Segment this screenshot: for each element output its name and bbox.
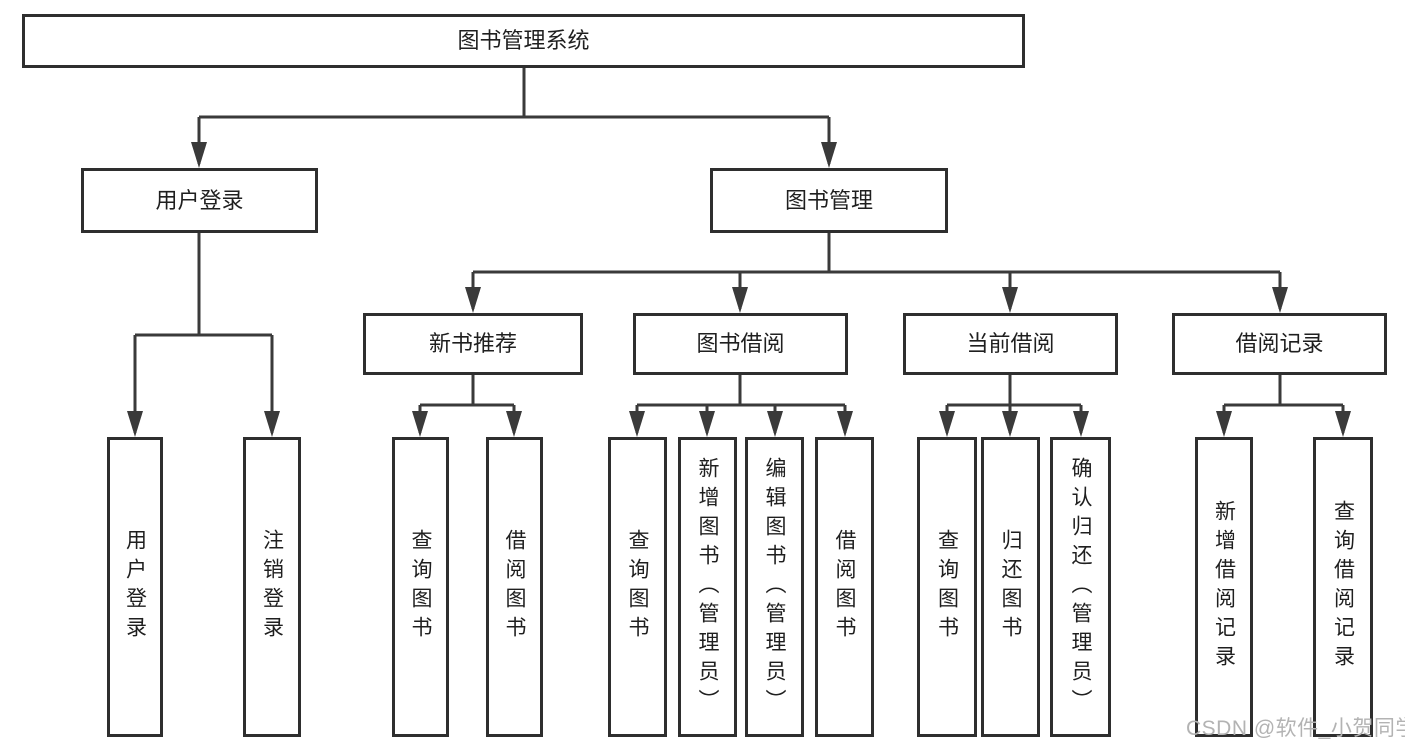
node-label: 确认归还（管理员）: [1069, 456, 1092, 718]
node-book-management: 图书管理: [710, 168, 948, 233]
node-new-book-recommend: 新书推荐: [363, 313, 583, 375]
node-label: 查询借阅记录: [1331, 500, 1355, 674]
node-leaf-recommend-query-books: 查询图书: [392, 437, 449, 737]
node-leaf-borrow-add-books: 新增图书（管理员）: [678, 437, 737, 737]
node-label: 图书管理系统: [457, 28, 590, 53]
node-label: 借阅记录: [1235, 331, 1324, 356]
connector-book-management-arrowheads: [465, 287, 1288, 313]
connector-current-borrow-arrowheads: [939, 411, 1089, 437]
node-label: 编辑图书（管理员）: [763, 456, 786, 718]
node-label: 借阅图书: [503, 529, 526, 645]
node-leaf-records-add-record: 新增借阅记录: [1195, 437, 1253, 737]
node-label: 图书借阅: [696, 331, 785, 356]
node-leaf-current-query-books: 查询图书: [917, 437, 977, 737]
node-leaf-recommend-borrow-books: 借阅图书: [486, 437, 543, 737]
node-label: 借阅图书: [833, 529, 856, 645]
node-label: 图书管理: [784, 187, 873, 213]
node-leaf-logout: 注销登录: [243, 437, 301, 737]
node-label: 新增借阅记录: [1212, 500, 1236, 674]
node-root: 图书管理系统: [22, 14, 1025, 68]
node-current-borrow: 当前借阅: [903, 313, 1118, 375]
csdn-watermark: CSDN @软件_小贺同学: [1186, 717, 1405, 740]
node-label: 新增图书（管理员）: [696, 456, 719, 718]
node-user-login: 用户登录: [81, 168, 318, 233]
connector-root-arrowheads: [191, 142, 837, 168]
node-label: 查询图书: [626, 529, 649, 645]
node-label: 新书推荐: [428, 331, 517, 356]
node-leaf-borrow-edit-books: 编辑图书（管理员）: [745, 437, 804, 737]
connector-new-book: [418, 375, 516, 433]
connector-book-borrow-arrowheads: [629, 411, 853, 437]
node-leaf-records-query-record: 查询借阅记录: [1313, 437, 1373, 737]
connector-root: [197, 68, 831, 164]
node-leaf-borrow-query-books: 查询图书: [608, 437, 667, 737]
connector-book-borrow: [635, 375, 847, 433]
connector-new-book-arrowheads: [412, 411, 522, 437]
node-label: 用户登录: [123, 529, 147, 645]
node-book-borrow: 图书借阅: [633, 313, 848, 375]
connector-user-login: [133, 233, 274, 433]
node-label: 用户登录: [155, 187, 244, 213]
node-label: 查询图书: [409, 529, 432, 645]
node-label: 注销登录: [260, 529, 284, 645]
node-borrow-records: 借阅记录: [1172, 313, 1387, 375]
connector-borrow-records-arrowheads: [1216, 411, 1351, 437]
connector-user-login-arrowheads: [127, 411, 280, 437]
connector-current-borrow: [945, 375, 1083, 433]
node-leaf-user-login: 用户登录: [107, 437, 163, 737]
node-label: 查询图书: [935, 529, 959, 645]
node-leaf-current-return-books: 归还图书: [981, 437, 1040, 737]
node-leaf-current-confirm-return: 确认归还（管理员）: [1050, 437, 1111, 737]
connector-borrow-records: [1222, 375, 1345, 433]
node-label: 当前借阅: [966, 331, 1055, 356]
connector-book-management: [471, 233, 1282, 309]
node-label: 归还图书: [999, 529, 1022, 645]
node-leaf-borrow-borrow-books: 借阅图书: [815, 437, 874, 737]
